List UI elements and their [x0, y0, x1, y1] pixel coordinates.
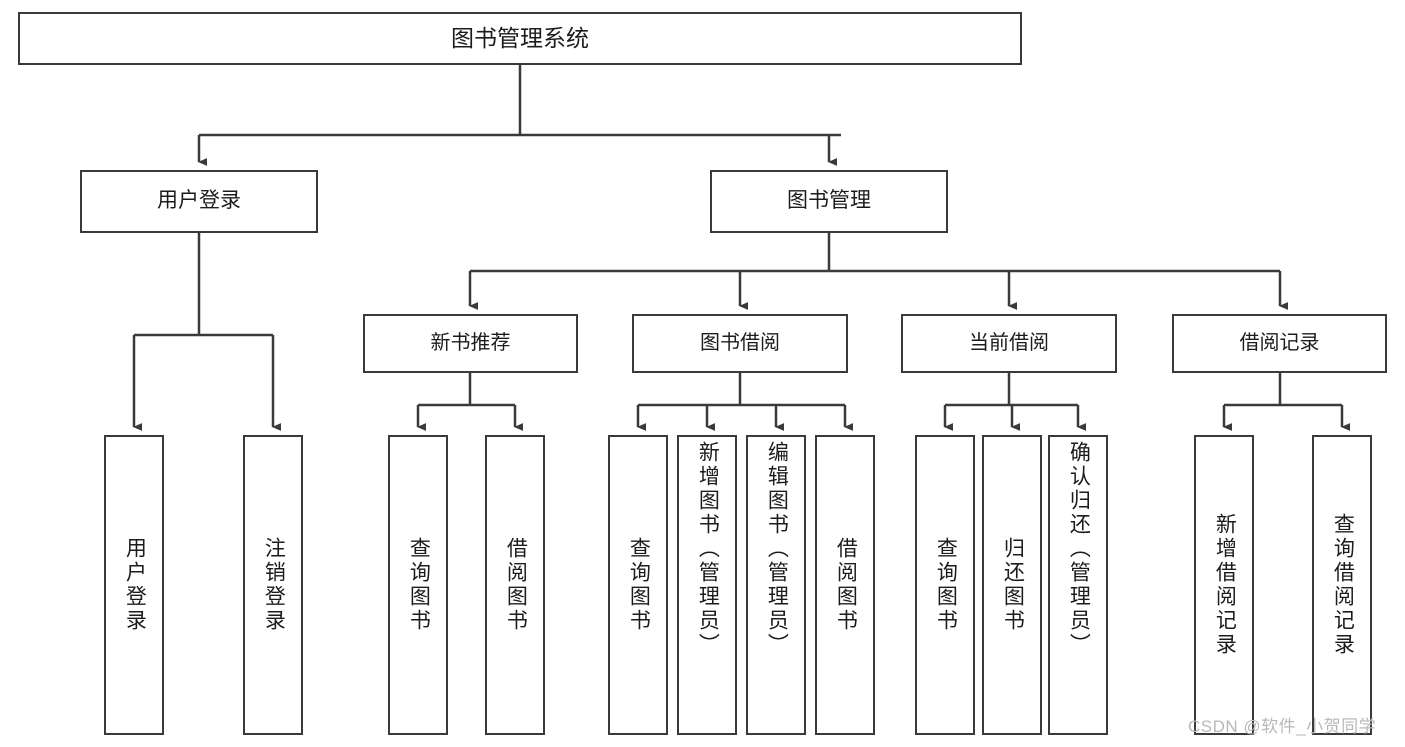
node-root-label: 图书管理系统 [451, 24, 589, 51]
node-book-borrow[interactable]: 图书借阅 [632, 314, 848, 373]
watermark: CSDN @软件_小贺同学 [1188, 717, 1377, 736]
leaf-edit-book-admin[interactable]: 编辑图书（管理员） [746, 435, 806, 735]
leaf-add-borrow-record[interactable]: 新增借阅记录 [1194, 435, 1254, 735]
node-borrow-record[interactable]: 借阅记录 [1172, 314, 1387, 373]
leaf-return-book[interactable]: 归还图书 [982, 435, 1042, 735]
leaf-user-logout-label: 注销登录 [262, 537, 286, 633]
leaf-edit-book-admin-label: 编辑图书（管理员） [765, 441, 789, 657]
leaf-query-book-current-label: 查询图书 [934, 537, 958, 633]
leaf-add-book-admin[interactable]: 新增图书（管理员） [677, 435, 737, 735]
node-user-login-label: 用户登录 [157, 189, 241, 213]
leaf-borrow-book-label: 借阅图书 [834, 537, 858, 633]
node-borrow-record-label: 借阅记录 [1239, 331, 1320, 354]
node-book-borrow-label: 图书借阅 [700, 331, 780, 354]
node-current-borrow[interactable]: 当前借阅 [901, 314, 1117, 373]
leaf-query-book-recommend-label: 查询图书 [407, 537, 431, 633]
leaf-query-book-recommend[interactable]: 查询图书 [388, 435, 448, 735]
leaf-user-login-label: 用户登录 [123, 537, 147, 633]
leaf-query-book-borrow-label: 查询图书 [627, 537, 651, 633]
node-book-management-label: 图书管理 [787, 189, 871, 213]
leaf-query-book-current[interactable]: 查询图书 [915, 435, 975, 735]
node-user-login[interactable]: 用户登录 [80, 170, 318, 233]
leaf-query-borrow-record-label: 查询借阅记录 [1331, 513, 1355, 657]
leaf-borrow-book[interactable]: 借阅图书 [815, 435, 875, 735]
node-current-borrow-label: 当前借阅 [969, 331, 1049, 354]
node-root[interactable]: 图书管理系统 [18, 12, 1022, 65]
leaf-borrow-book-recommend[interactable]: 借阅图书 [485, 435, 545, 735]
leaf-confirm-return-admin[interactable]: 确认归还（管理员） [1048, 435, 1108, 735]
leaf-query-book-borrow[interactable]: 查询图书 [608, 435, 668, 735]
leaf-confirm-return-admin-label: 确认归还（管理员） [1067, 441, 1091, 657]
leaf-borrow-book-recommend-label: 借阅图书 [504, 537, 528, 633]
leaf-add-book-admin-label: 新增图书（管理员） [696, 441, 720, 657]
leaf-user-logout[interactable]: 注销登录 [243, 435, 303, 735]
node-book-management[interactable]: 图书管理 [710, 170, 948, 233]
leaf-return-book-label: 归还图书 [1001, 537, 1025, 633]
leaf-query-borrow-record[interactable]: 查询借阅记录 [1312, 435, 1372, 735]
node-new-book-recommend[interactable]: 新书推荐 [363, 314, 578, 373]
leaf-user-login[interactable]: 用户登录 [104, 435, 164, 735]
node-new-book-recommend-label: 新书推荐 [430, 331, 511, 354]
leaf-add-borrow-record-label: 新增借阅记录 [1213, 513, 1237, 657]
